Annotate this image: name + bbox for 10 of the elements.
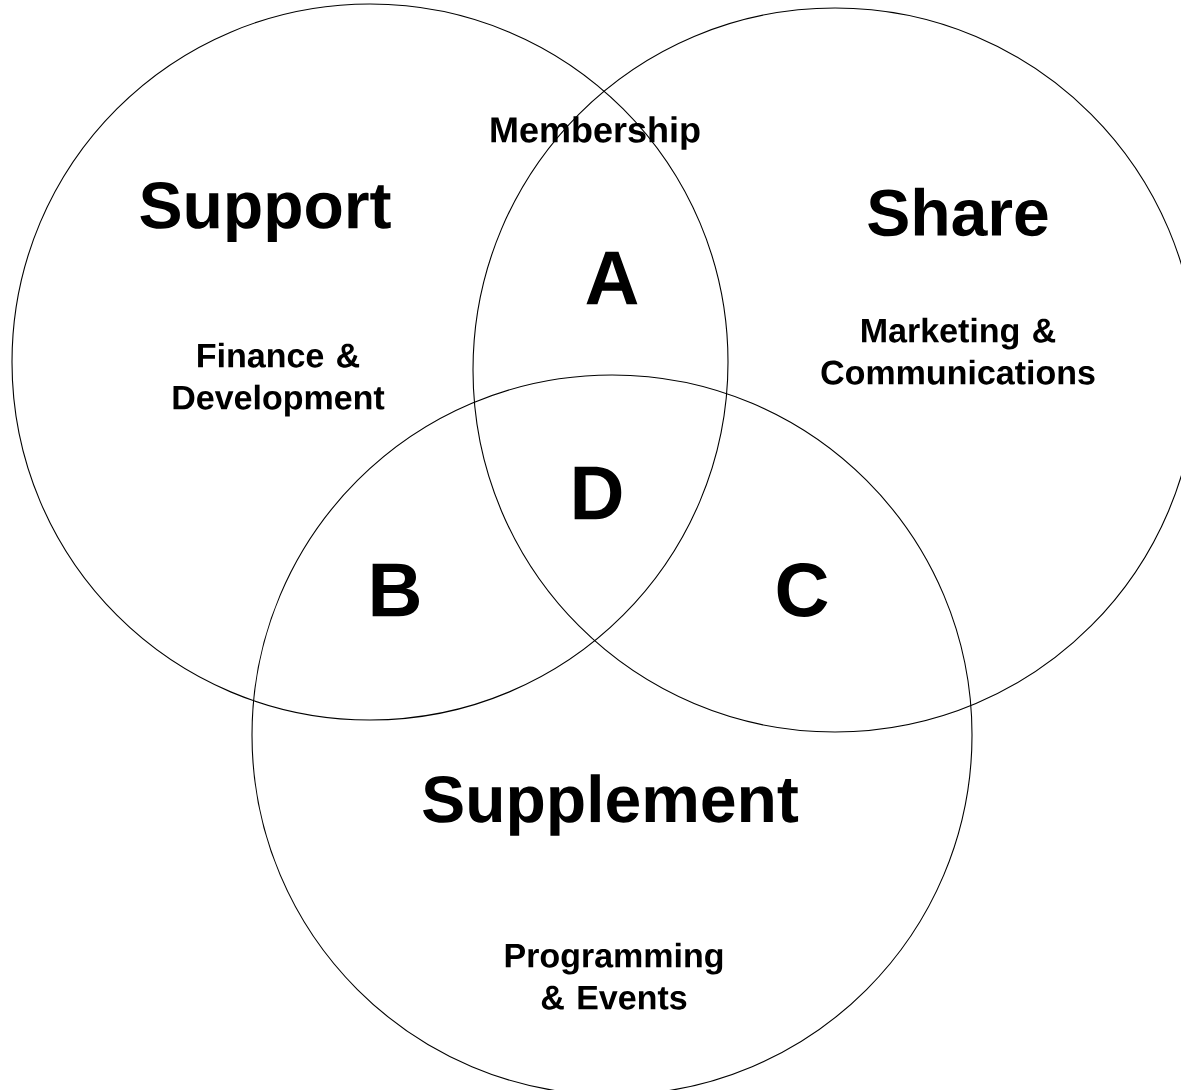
region-label: A (586, 251, 638, 305)
circle-subheading: Programming & Events (505, 942, 723, 1010)
circle-subheading: Finance & Development (173, 342, 385, 417)
region-label: C (777, 563, 828, 617)
circle-heading: Share (868, 187, 1048, 237)
circle-heading: Supplement (423, 774, 799, 836)
region-label: D (574, 466, 622, 520)
circle-heading: Support (140, 182, 391, 242)
region-label: B (372, 563, 419, 617)
circle-subheading: Marketing & Communications (821, 317, 1095, 385)
